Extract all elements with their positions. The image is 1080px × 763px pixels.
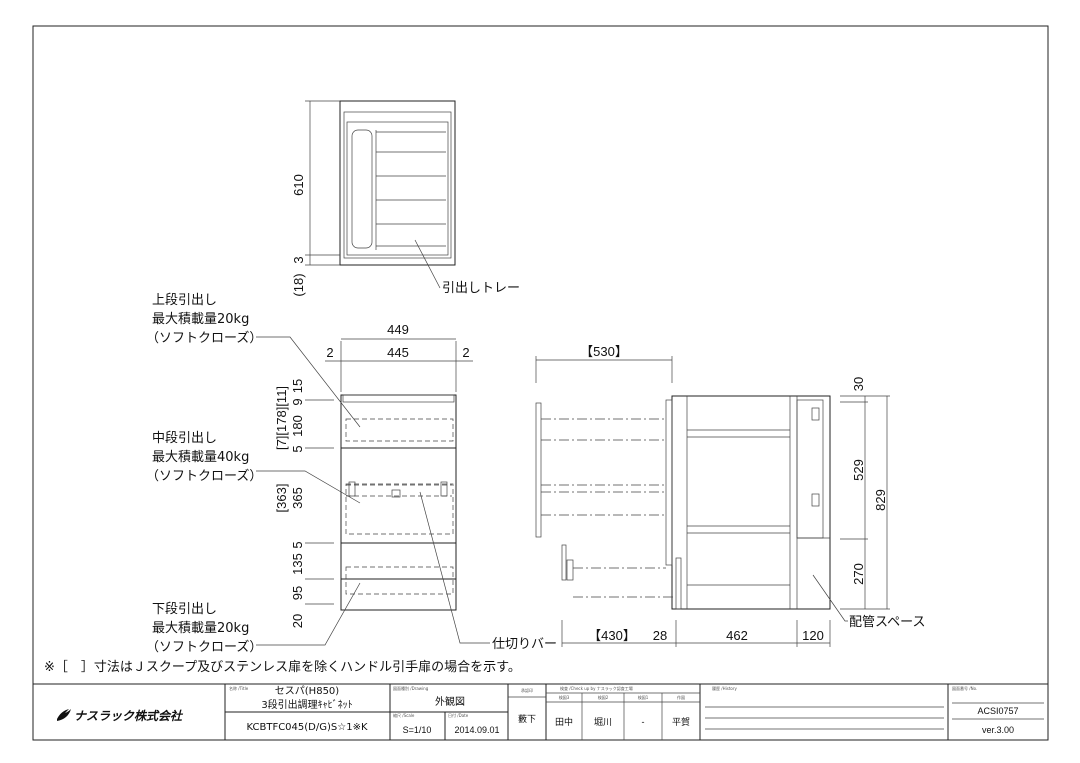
checker-name: 田中 bbox=[555, 716, 573, 727]
dim-extension: 【530】 bbox=[580, 344, 628, 359]
dim-inner-width: 445 bbox=[387, 345, 409, 360]
checker-name: 堀川 bbox=[594, 717, 612, 727]
checker-role: 検図3 bbox=[559, 694, 570, 700]
model-number: KCBTFC045(D/G)S☆1※K bbox=[246, 722, 367, 733]
dim-v-20: 20 bbox=[290, 614, 305, 628]
lower-drawer-label: 下段引出し bbox=[152, 602, 217, 617]
dim-v-15: 15 bbox=[290, 379, 305, 393]
dimension-note: ※［ ］寸法はＪスクープ及びステンレス扉を除くハンドル引手扉の場合を示す。 bbox=[44, 659, 521, 675]
dim-bracket-mid: [363] bbox=[274, 484, 289, 513]
dim-small: 3 bbox=[291, 256, 306, 263]
scale-value: S=1/10 bbox=[403, 725, 432, 735]
dim-side-right: 2 bbox=[462, 345, 469, 360]
front-view: 449 445 2 2 15 9 180 5 365 5 135 95 20 [… bbox=[146, 293, 557, 655]
checker-name: 平賀 bbox=[672, 716, 690, 727]
dim-v-5a: 5 bbox=[290, 445, 305, 452]
lower-drawer-note: （ソフトクローズ） bbox=[146, 639, 262, 655]
side-view: 【530】 【430】 28 462 120 30 529 829 270 配管… bbox=[535, 344, 925, 647]
dim-lower: 270 bbox=[851, 563, 866, 585]
middle-drawer-label: 中段引出し bbox=[152, 431, 217, 446]
dim-v-365: 365 bbox=[290, 487, 305, 509]
company-name: ナスラック株式会社 bbox=[74, 709, 184, 723]
dim-upper: 529 bbox=[851, 459, 866, 481]
dim-side-left: 2 bbox=[326, 345, 333, 360]
label-piping: 配管スペース bbox=[849, 615, 925, 630]
approver: 藪下 bbox=[518, 713, 536, 724]
date-value: 2014.09.01 bbox=[454, 725, 499, 735]
dim-outer-width: 449 bbox=[387, 322, 409, 337]
upper-drawer-note: （ソフトクローズ） bbox=[146, 330, 262, 346]
name-line2: 3段引出調理ｷｬﾋﾞﾈｯﾄ bbox=[261, 698, 352, 711]
plan-view: 610 3 (18) 引出しトレー bbox=[291, 100, 520, 297]
name-line1: セスパ(H850) bbox=[275, 685, 340, 697]
dim-rear: 120 bbox=[802, 628, 824, 643]
checker-role: 検図2 bbox=[598, 694, 609, 700]
dim-v-95: 95 bbox=[290, 586, 305, 600]
dim-total: 829 bbox=[873, 489, 888, 511]
version: ver.3.00 bbox=[982, 725, 1014, 735]
dim-depth: 610 bbox=[291, 174, 306, 196]
title-block: ナスラック株式会社 名称 /Title セスパ(H850) 3段引出調理ｷｬﾋﾞ… bbox=[33, 683, 1048, 740]
name-label: 名称 /Title bbox=[229, 685, 249, 691]
history-label: 履歴 /History bbox=[712, 685, 737, 691]
dim-door: 28 bbox=[653, 628, 667, 643]
label-divider: 仕切りバー bbox=[492, 637, 557, 652]
sheet-border bbox=[32, 25, 1049, 741]
checker-role: 検図1 bbox=[638, 694, 649, 700]
checker-name: - bbox=[642, 717, 645, 727]
company-logo: ナスラック株式会社 bbox=[57, 709, 184, 723]
label-tray: 引出しトレー bbox=[442, 281, 520, 296]
dim-v-180: 180 bbox=[290, 415, 305, 437]
number-label: 図面番号 /No. bbox=[952, 685, 977, 691]
approval-label: 承認印 bbox=[521, 687, 533, 693]
upper-drawer-load: 最大積載量20kg bbox=[152, 312, 249, 327]
dim-body: 462 bbox=[726, 628, 748, 643]
checker-role: 作図 bbox=[677, 694, 685, 700]
dim-v-9: 9 bbox=[290, 398, 305, 405]
dim-back: (18) bbox=[291, 273, 306, 296]
check-label: 検査 /Check up by ナスラック認査工場 bbox=[560, 685, 633, 691]
dim-v-5b: 5 bbox=[290, 541, 305, 548]
dim-top: 30 bbox=[851, 377, 866, 391]
dim-bracket-top: [7][178][11] bbox=[274, 386, 289, 450]
scale-label: 縮尺 /Scale bbox=[393, 712, 415, 718]
drawing-label: 図面種別 /Drawing bbox=[393, 685, 429, 691]
upper-drawer-label: 上段引出し bbox=[152, 293, 217, 308]
drawing-type: 外観図 bbox=[435, 695, 465, 708]
dim-lower-extension: 【430】 bbox=[588, 628, 636, 643]
dim-v-135: 135 bbox=[290, 553, 305, 575]
middle-drawer-load: 最大積載量40kg bbox=[152, 450, 249, 465]
date-label: 日付 /Date bbox=[448, 712, 469, 718]
lower-drawer-load: 最大積載量20kg bbox=[152, 621, 249, 636]
drawing-number: ACSI0757 bbox=[977, 706, 1018, 716]
middle-drawer-note: （ソフトクローズ） bbox=[146, 468, 262, 484]
